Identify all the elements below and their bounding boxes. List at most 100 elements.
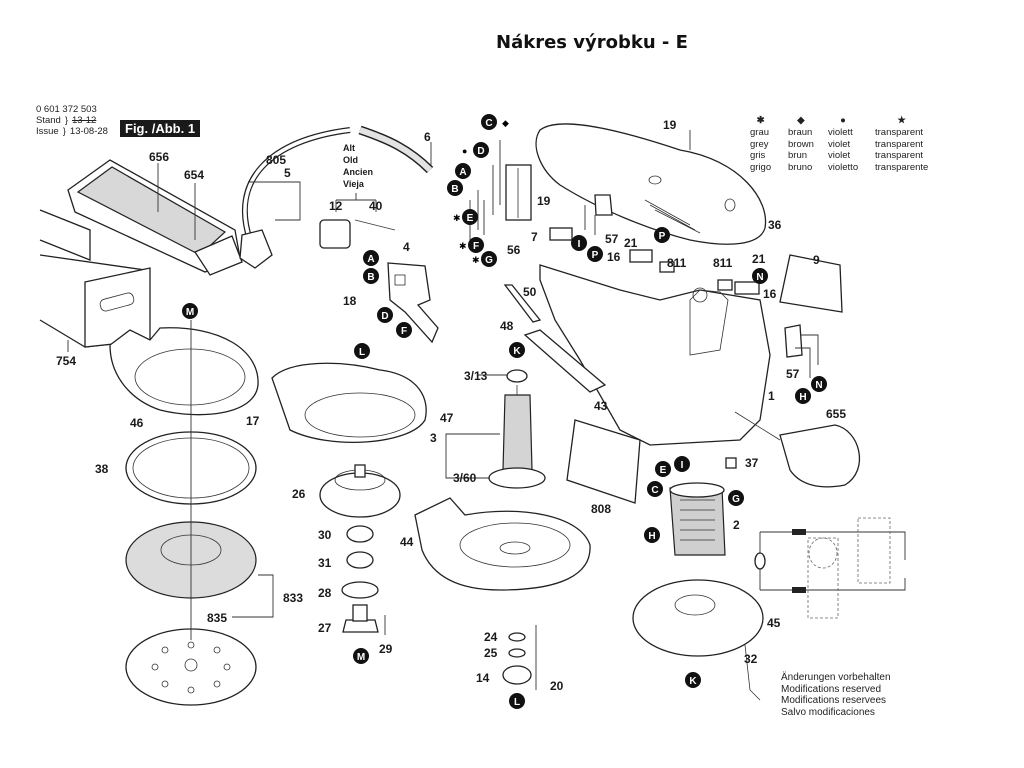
issue-label: Issue [36, 126, 59, 137]
connection-badge: C [647, 481, 663, 497]
old-version-parts [319, 193, 396, 249]
part-label: 9 [813, 253, 820, 267]
part-label: 29 [379, 642, 393, 656]
legend-text: grigo [750, 161, 772, 173]
part-label: 2 [733, 518, 740, 532]
diamond-icon: ◆ [502, 118, 509, 128]
svg-text:L: L [359, 347, 365, 358]
legend-text: transparent [875, 138, 924, 150]
connection-badge: M [182, 303, 198, 319]
page-title: Nákres výrobku - E [496, 32, 688, 53]
connection-badge: P [654, 227, 670, 243]
part-label: 805 [266, 153, 286, 167]
svg-text:L: L [514, 697, 520, 708]
svg-text:K: K [689, 676, 697, 687]
fan-part [319, 464, 401, 518]
part-label: 1 [768, 389, 775, 403]
caption-line: Old [343, 155, 358, 165]
connection-badge: D [473, 142, 489, 158]
part-label: 17 [246, 414, 260, 428]
part-label: 808 [591, 502, 611, 516]
legend-text: transparent [875, 150, 924, 161]
svg-text:E: E [467, 213, 474, 224]
notice-line: Salvo modificaciones [781, 706, 875, 718]
part-label: 24 [484, 630, 498, 644]
part-label: 44 [400, 535, 414, 549]
housing-part [539, 264, 771, 446]
connection-badge: D [377, 307, 393, 323]
legend-text: grau [750, 127, 770, 138]
part-label: 28 [318, 586, 332, 600]
connection-badge: F [396, 322, 412, 338]
svg-text:K: K [513, 346, 521, 357]
part-labels: 656 654 754 805 5 6 12 40 4 18 19 19 56 … [56, 118, 846, 693]
part-label: 655 [826, 407, 846, 421]
label-plate-part [779, 254, 843, 313]
part-label: 26 [292, 487, 306, 501]
part-label: 47 [440, 411, 454, 425]
part-label: 656 [149, 150, 169, 164]
part-label: 19 [663, 118, 677, 132]
stand-value: 13-12 [72, 115, 97, 126]
figure-label: Fig. /Abb. 1 [120, 120, 201, 137]
connection-badge: M [353, 648, 369, 664]
part-label: 32 [744, 652, 758, 666]
svg-text:I: I [681, 460, 684, 471]
part-label: 3/60 [453, 471, 477, 485]
power-tool-switch-part [734, 411, 861, 488]
plate-part [566, 419, 641, 504]
base-housing-part [414, 497, 591, 591]
part-label: 57 [605, 232, 619, 246]
bearing-plate-part [632, 579, 764, 701]
wiring-schematic [754, 517, 906, 619]
part-number: 0 601 372 503 [36, 104, 97, 115]
modifications-notice: Änderungen vorbehalten Modifications res… [781, 672, 891, 718]
notice-line: Modifications reservees [781, 695, 887, 706]
power-cord-part [239, 125, 434, 269]
asterisk-icon: ✱ [472, 255, 480, 265]
part-label: 31 [318, 556, 332, 570]
svg-text:N: N [756, 272, 763, 283]
dust-box-part [67, 159, 243, 276]
drawing-metadata: 0 601 372 503 Stand}13-12 Issue}13-08-28 [36, 104, 108, 137]
part-label: 754 [56, 354, 76, 368]
part-label: 36 [768, 218, 782, 232]
part-label: 45 [767, 616, 781, 630]
svg-text:A: A [367, 254, 374, 265]
part-label: 43 [594, 399, 608, 413]
svg-text:E: E [660, 465, 667, 476]
legend-text: transparent [875, 127, 924, 138]
connection-badge: B [363, 268, 379, 284]
old-version-caption: Alt Old Ancien Vieja [343, 143, 373, 189]
connection-badge: F [468, 237, 484, 253]
part-label: 19 [537, 194, 551, 208]
part-label: 4 [403, 240, 410, 254]
connection-badge: N [752, 268, 768, 284]
legend-column-transparent: ★ transparent transparent transparent tr… [875, 115, 928, 173]
legend-text: grey [750, 138, 769, 150]
filter-box-part [39, 209, 151, 352]
part-label: 37 [745, 456, 759, 470]
connection-badge: B [447, 180, 463, 196]
svg-text:G: G [732, 494, 740, 505]
part-label: 40 [369, 199, 383, 213]
part-label: 835 [207, 611, 227, 625]
part-label: 25 [484, 646, 498, 660]
legend-column-violet: ● violett violet violet violetto [828, 115, 858, 173]
svg-text:C: C [651, 485, 658, 496]
part-label: 811 [667, 256, 687, 270]
svg-text:P: P [592, 250, 599, 261]
guard-ring-part [109, 327, 259, 416]
connection-badge: C [481, 114, 497, 130]
connection-badge: A [363, 250, 379, 266]
part-label: 3/13 [464, 369, 488, 383]
bearing-stack-parts [341, 525, 386, 635]
clamp-parts [503, 284, 607, 393]
asterisk-icon: ✱ [459, 241, 467, 251]
part-label: 811 [713, 256, 733, 270]
connection-badge: I [674, 456, 690, 472]
connection-badge: K [685, 672, 701, 688]
svg-text:B: B [367, 272, 374, 283]
svg-text:H: H [648, 531, 655, 542]
